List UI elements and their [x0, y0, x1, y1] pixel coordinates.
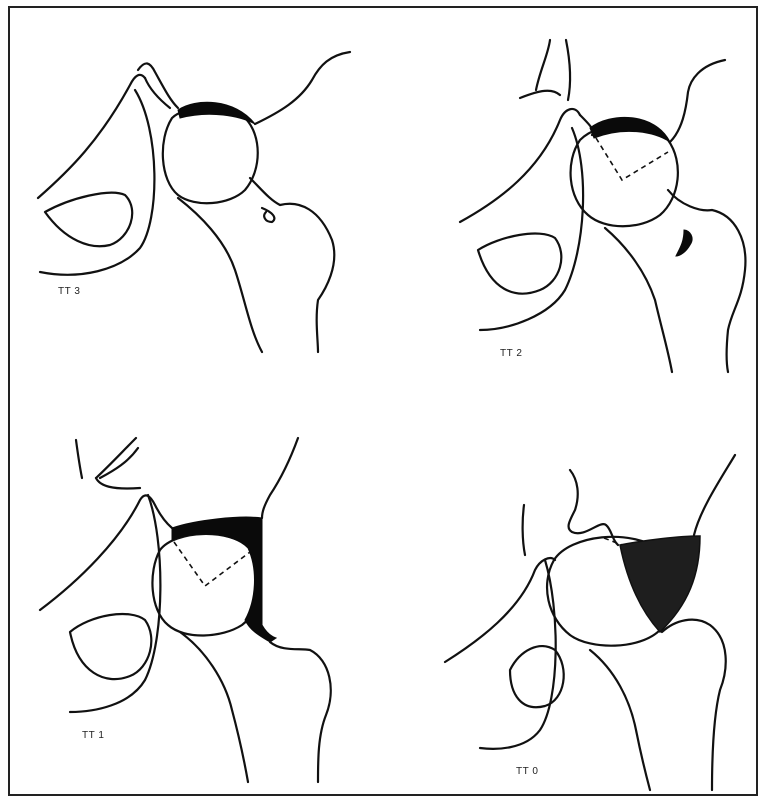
- label-tt0: TT 0: [516, 766, 538, 777]
